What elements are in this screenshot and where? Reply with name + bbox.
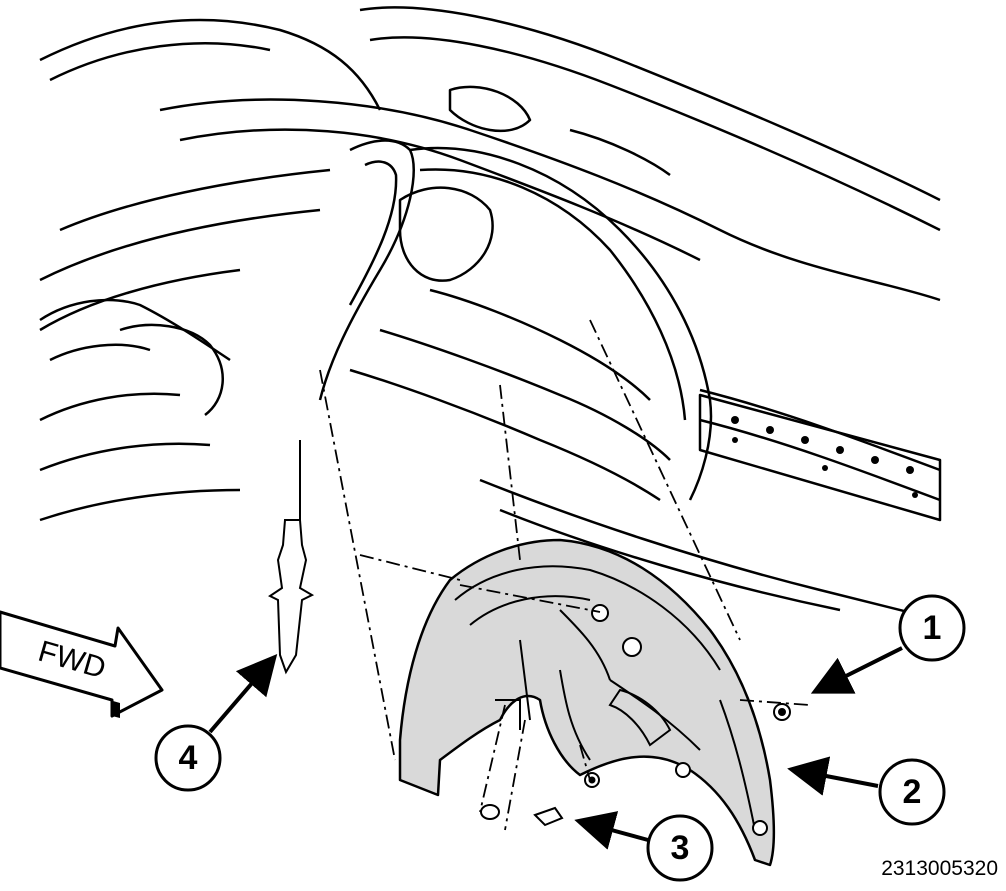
callout-2: 2 bbox=[787, 756, 946, 826]
panel-rivets bbox=[731, 416, 918, 498]
callout-3-number: 3 bbox=[671, 829, 690, 867]
callout-4-number: 4 bbox=[179, 739, 198, 777]
wheelhouse-liner bbox=[398, 538, 775, 867]
vehicle-body-lines bbox=[39, 6, 942, 622]
callout-1-number: 1 bbox=[923, 609, 942, 647]
push-pin-fastener bbox=[480, 804, 564, 827]
callout-4: 4 bbox=[154, 653, 278, 792]
figure-id: 2313005320 bbox=[881, 857, 998, 880]
fwd-arrow-icon: FWD bbox=[0, 610, 164, 718]
push-pin-retainer bbox=[268, 440, 315, 675]
callout-1: 1 bbox=[810, 594, 966, 694]
callout-3: 3 bbox=[574, 811, 714, 882]
assembly-lines bbox=[319, 319, 811, 831]
callout-2-number: 2 bbox=[903, 773, 922, 811]
